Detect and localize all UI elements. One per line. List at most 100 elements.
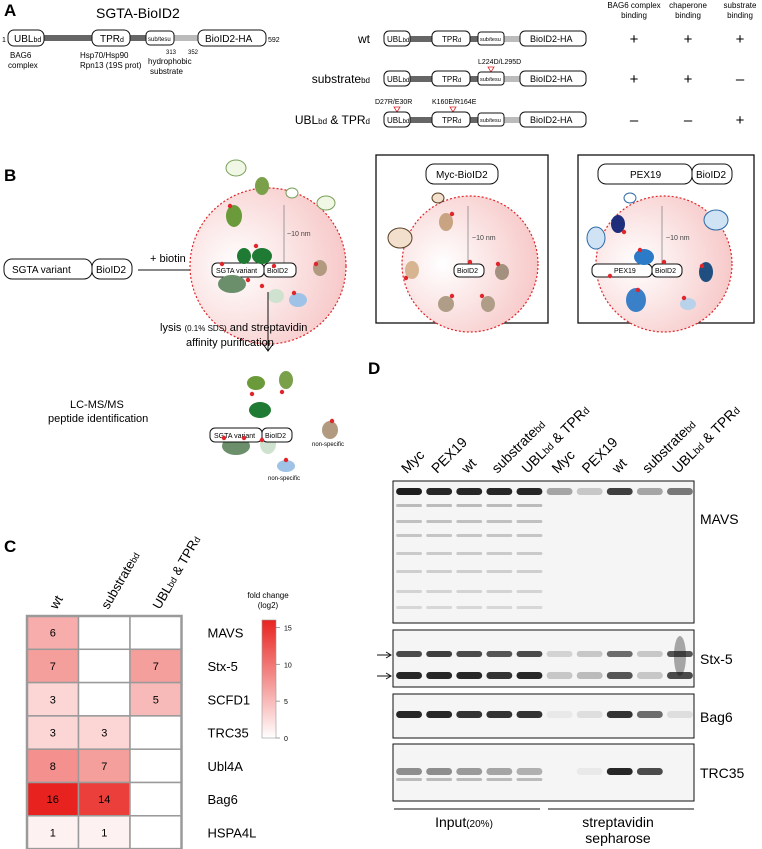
sign-bag6: – [630,112,639,129]
blot-band [456,778,483,781]
heatmap-cell-value: 1 [101,827,107,839]
blot-band [456,590,483,593]
bioid-label: BioID2-HA [205,34,253,45]
sign-substrate: + [736,112,745,129]
blot-band [426,520,453,523]
blot-band [486,552,513,555]
blot-band [456,488,483,495]
row-label: UBLbd & TPRd [295,113,370,127]
linker-2 [130,35,146,41]
nonspecific-2: non-specific [268,476,300,482]
blot-band [456,570,483,573]
svg-text:BioID2-HA: BioID2-HA [530,34,573,44]
blot-band [456,606,483,609]
sign-substrate: – [736,71,745,88]
sign-chaperone: + [684,31,693,48]
bioid2-label: BioID2 [96,265,126,276]
blot-band [667,651,693,657]
svg-text:TPRd: TPRd [442,116,461,125]
blot-band [606,768,633,775]
sign-chaperone: – [684,112,693,129]
svg-text:TPRd: TPRd [442,35,461,44]
streptavidin-label: streptavidin [582,814,654,830]
svg-text:BioID2: BioID2 [265,433,286,440]
blot-band [426,606,453,609]
blot-band [606,711,633,718]
sign-substrate: + [736,31,745,48]
blot-band [667,488,693,495]
blot-band [486,520,513,523]
blot-mavs [392,480,695,624]
blot-band [546,711,573,718]
heatmap-row-label: HSPA4L [208,825,257,840]
blot-band [426,534,453,537]
nonspecific-1: non-specific [312,442,344,448]
svg-text:BioID2-HA: BioID2-HA [530,74,573,84]
legend-title: fold change [247,591,289,600]
svg-text:BioID2: BioID2 [457,268,478,275]
svg-text:~10 nm: ~10 nm [472,235,496,242]
blot-band [426,488,453,495]
blot-band [396,504,422,507]
heatmap-cell [77,681,131,717]
blot-band [396,768,422,775]
input-label: Input(20%) [435,814,493,830]
heatmap-row-label: Bag6 [208,792,238,807]
heatmap-cell [77,781,131,817]
heatmap-column-label: UBLbd & TPRd [149,533,203,612]
heatmap-row-label: Ubl4A [208,759,244,774]
blot-band [606,651,633,657]
blot-band [516,488,543,495]
blot-band [456,504,483,507]
blot-band [486,534,513,537]
svg-text:SGTA variant: SGTA variant [214,433,255,440]
blot-band [426,504,453,507]
heatmap-column-label: wt [46,592,66,612]
blot-band [546,651,573,657]
row-label: substratebd [312,72,370,86]
sign-chaperone: + [684,71,693,88]
panel-b: B SGTA variant BioID2 + biotin ~10 nm SG… [3,154,755,482]
lane-label: wt [457,455,479,477]
lysis-line1: lysis (0.1% SDS) and streptavidin [160,322,307,334]
blot-band [516,534,543,537]
legend-tick-label: 10 [284,662,292,669]
pos-352: 352 [188,50,199,56]
heatmap-row-label: SCFD1 [208,692,251,707]
blot-band [426,711,453,718]
blot-band [396,606,422,609]
construct-row-substrate: substratebd L224D/L295D UBLbd TPRd sub/t… [312,59,745,88]
col-header-chaperone-2: binding [675,11,701,20]
heatmap-cell [26,815,80,849]
blot-label-bag6: Bag6 [700,709,733,725]
sgta-variant-label: SGTA variant [12,265,71,276]
heatmap-cell-value: 7 [153,661,159,673]
blot-band [576,768,603,775]
heatmap-cell-value: 1 [50,827,56,839]
blot-band [516,504,543,507]
col-header-substrate-2: binding [727,11,753,20]
blot-band [576,488,603,495]
svg-text:sub/tesu: sub/tesu [480,118,501,124]
sign-bag6: + [630,31,639,48]
construct-row-ubl-tpr: UBLbd & TPRd D27R/E30R K160E/R164E UBLbd… [295,99,745,129]
blot-band [456,534,483,537]
ubl-domain [7,29,45,47]
note-bag6: BAG6 [10,51,32,60]
svg-text:PEX19: PEX19 [614,268,636,275]
blot-band [576,672,603,679]
blot-band [396,488,422,495]
blot-band [396,672,422,679]
panel-d-letter: D [368,359,380,378]
note-rpn: Rpn13 (19S prot) [80,61,142,70]
svg-text:sub/tesu: sub/tesu [480,77,501,83]
blot-band [456,520,483,523]
blot-band [426,590,453,593]
mutation-label: L224D/L295D [478,59,521,66]
blot-band [606,672,633,679]
blot-band [486,570,513,573]
panel-a-title: SGTA-BioID2 [96,5,180,21]
heatmap-cell-value: 8 [50,761,56,773]
